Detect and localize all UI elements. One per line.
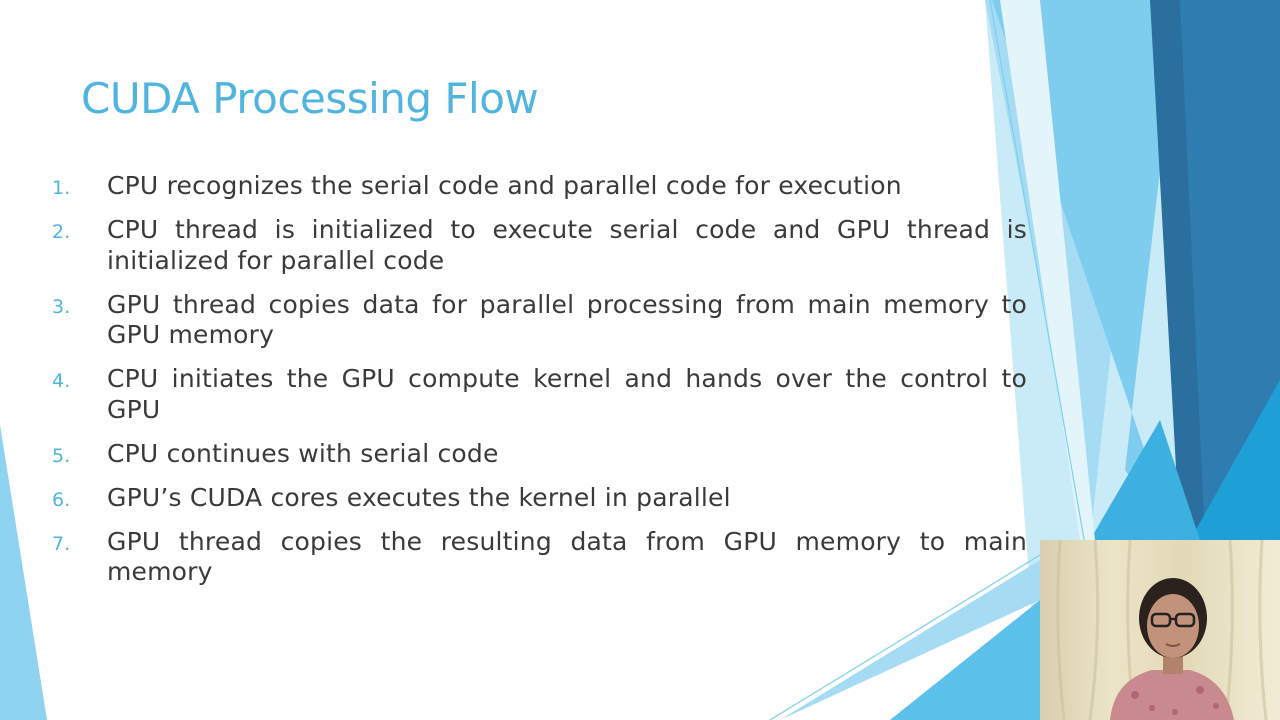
accent-line-vertical (989, 0, 1086, 546)
slide-title: CUDA Processing Flow (81, 74, 539, 123)
processing-steps-list: 1. CPU recognizes the serial code and pa… (52, 171, 1027, 601)
step-text: GPU thread copies data for parallel proc… (107, 289, 1027, 350)
lower-facet-light (780, 560, 1040, 720)
list-item: 2. CPU thread is initialized to execute … (52, 215, 1027, 276)
step-text: CPU initiates the GPU compute kernel and… (107, 364, 1027, 424)
list-item: 4. CPU initiates the GPU compute kernel … (52, 364, 1027, 425)
step-number: 1. (52, 177, 71, 199)
list-item: 3. GPU thread copies data for parallel p… (52, 290, 1027, 351)
right-facet-bright (1190, 380, 1280, 540)
list-item: 5. CPU continues with serial code (52, 439, 1027, 470)
step-number: 5. (52, 444, 71, 467)
right-facet-mid (1090, 420, 1200, 540)
step-number: 2. (52, 221, 71, 243)
step-text: CPU continues with serial code (107, 438, 499, 468)
list-item: 6. GPU’s CUDA cores executes the kernel … (52, 483, 1027, 514)
step-text: GPU thread copies the resulting data fro… (107, 526, 1027, 587)
step-number: 3. (52, 295, 71, 318)
right-facet-highlight (1000, 0, 1095, 540)
step-text: CPU recognizes the serial code and paral… (107, 171, 902, 200)
step-text: GPU’s CUDA cores executes the kernel in … (107, 482, 731, 512)
right-facet-deep (1180, 0, 1280, 540)
webcam-presenter-image (1040, 540, 1280, 720)
lower-facet-mid (890, 600, 1040, 720)
step-number: 4. (52, 370, 71, 392)
presenter-illustration (1040, 540, 1280, 720)
list-item: 1. CPU recognizes the serial code and pa… (52, 171, 1027, 202)
left-edge-sliver (0, 425, 47, 720)
step-number: 7. (52, 532, 71, 555)
step-text: CPU thread is initialized to execute ser… (107, 215, 1027, 275)
step-number: 6. (52, 488, 71, 511)
accent-line-diagonal (769, 554, 1041, 720)
list-item: 7. GPU thread copies the resulting data … (52, 527, 1027, 588)
